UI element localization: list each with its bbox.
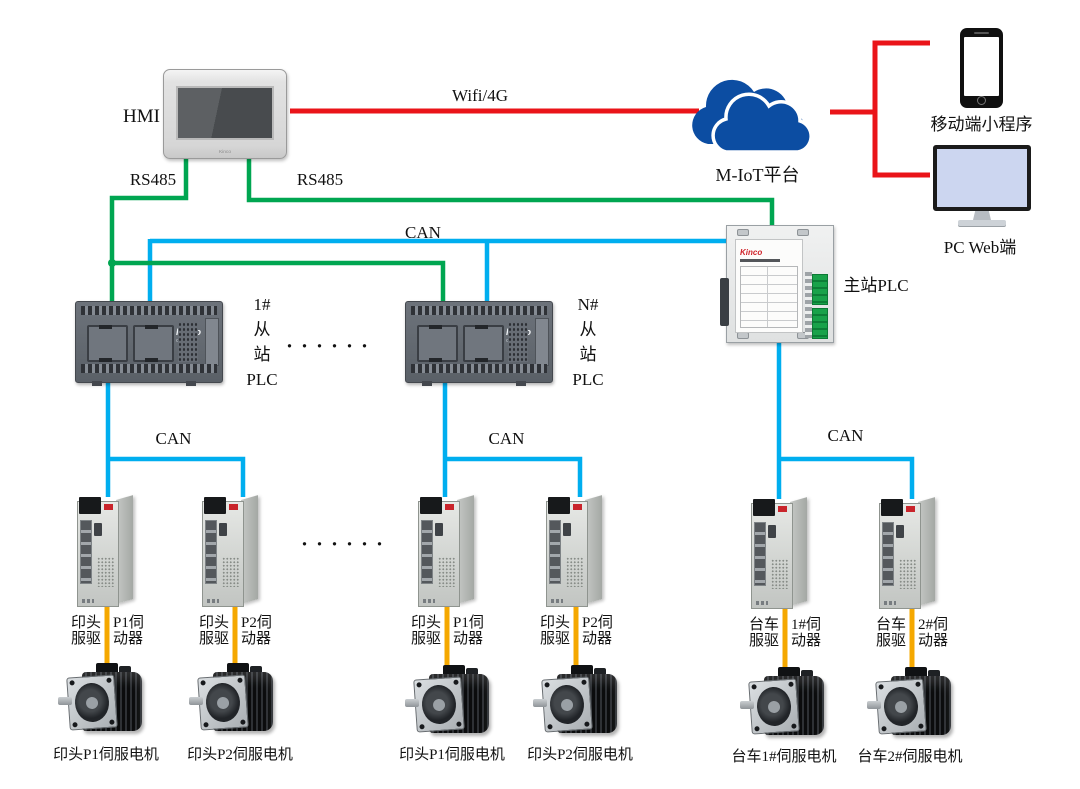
plc-led-grid bbox=[178, 322, 198, 362]
servo-drive bbox=[202, 495, 260, 607]
servo-drive bbox=[77, 495, 135, 607]
master-plc-pins bbox=[805, 272, 812, 338]
can-label-right: CAN bbox=[827, 426, 864, 445]
can-label-top: CAN bbox=[405, 223, 441, 242]
can-label-mid: CAN bbox=[488, 429, 525, 448]
pc-stand-neck bbox=[973, 211, 991, 220]
mounting-hole bbox=[797, 229, 809, 236]
motor-label-6: 台车2#伺服电机 bbox=[857, 749, 963, 765]
servo-motor bbox=[58, 663, 144, 737]
plc-terminals-top bbox=[81, 306, 217, 315]
plc-foot bbox=[422, 381, 432, 386]
servo-drive bbox=[418, 495, 476, 607]
servo-motor bbox=[867, 667, 953, 741]
mounting-hole bbox=[737, 229, 749, 236]
slave-plc-1: Kinco CPU506 bbox=[75, 301, 223, 386]
hmi-screen bbox=[176, 86, 274, 140]
plc-terminals-top bbox=[411, 306, 547, 315]
motor-label-2: 印头P2伺服电机 bbox=[187, 747, 293, 763]
master-plc: Kinco bbox=[720, 225, 834, 343]
motor-label-1: 印头P1伺服电机 bbox=[53, 747, 159, 763]
plc-flap bbox=[463, 325, 504, 362]
plc-flap bbox=[417, 325, 458, 362]
pc-screen bbox=[933, 145, 1031, 211]
can-label-left: CAN bbox=[155, 429, 192, 448]
plc-foot bbox=[186, 381, 196, 386]
servo-drive bbox=[879, 497, 937, 609]
phone-home-button bbox=[977, 96, 986, 105]
hmi-label: HMI bbox=[123, 106, 160, 127]
hmi-panel: Kinco bbox=[163, 69, 287, 159]
drive-label-2: 印头服驱 P2伺动器 bbox=[198, 615, 272, 647]
phone-screen bbox=[964, 37, 999, 96]
rs485-lines bbox=[108, 157, 775, 301]
plc-foot bbox=[92, 381, 102, 386]
plc-side-connector bbox=[535, 318, 549, 366]
cloud-icon bbox=[692, 79, 813, 154]
green-terminal-block bbox=[812, 274, 828, 305]
master-plc-model-bar bbox=[740, 259, 780, 262]
pc-web-label: PC Web端 bbox=[943, 238, 1017, 257]
master-plc-label-panel: Kinco bbox=[735, 239, 803, 333]
master-plc-brand-text: Kinco bbox=[740, 248, 763, 257]
pc-stand-base bbox=[958, 220, 1006, 226]
plc-terminals-bottom bbox=[81, 364, 217, 373]
mounting-hole bbox=[737, 332, 749, 339]
servo-motor bbox=[405, 665, 491, 739]
plc-foot bbox=[516, 381, 526, 386]
motor-label-3: 印头P1伺服电机 bbox=[399, 747, 505, 763]
drive-label-1: 印头服驱 P1伺动器 bbox=[70, 615, 144, 647]
mobile-applet-label: 移动端小程序 bbox=[930, 115, 1033, 134]
servo-motor bbox=[740, 667, 826, 741]
can-bus-lines bbox=[105, 238, 915, 499]
mobile-phone-icon bbox=[960, 28, 1003, 108]
miot-platform-label: M-IoT平台 bbox=[715, 165, 800, 185]
servo-drive bbox=[546, 495, 604, 607]
ellipsis-plcs: ······ bbox=[286, 334, 377, 358]
servo-drive bbox=[751, 497, 809, 609]
green-terminal-block bbox=[812, 308, 828, 339]
drive-motor-lines bbox=[104, 604, 915, 670]
plc-flap bbox=[87, 325, 128, 362]
motor-label-5: 台车1#伺服电机 bbox=[731, 749, 837, 765]
hmi-brand-text: Kinco bbox=[218, 148, 231, 155]
servo-motor bbox=[189, 663, 275, 737]
plc-led-grid bbox=[508, 322, 528, 362]
plc-flap bbox=[133, 325, 174, 362]
wifi-lines bbox=[290, 40, 930, 178]
plc-side-connector bbox=[205, 318, 219, 366]
drive-label-5: 台车服驱 1#伺动器 bbox=[748, 617, 822, 649]
rs485-label-right: RS485 bbox=[296, 170, 344, 189]
wifi-4g-label: Wifi/4G bbox=[452, 86, 508, 105]
servo-motor bbox=[533, 665, 619, 739]
drive-label-3: 印头服驱 P1伺动器 bbox=[410, 615, 484, 647]
slave-plc-n: Kinco CPU506 bbox=[405, 301, 553, 386]
motor-label-4: 印头P2伺服电机 bbox=[527, 747, 633, 763]
phone-speaker bbox=[974, 32, 989, 34]
master-plc-spec-table bbox=[740, 266, 798, 328]
pc-monitor-icon bbox=[933, 145, 1031, 229]
plc-terminals-bottom bbox=[411, 364, 547, 373]
rs485-label-left: RS485 bbox=[129, 170, 177, 189]
drive-label-6: 台车服驱 2#伺动器 bbox=[875, 617, 949, 649]
din-clip bbox=[720, 278, 729, 326]
ellipsis-drives: ······ bbox=[301, 532, 392, 556]
master-plc-label: 主站PLC bbox=[843, 276, 909, 295]
drive-label-4: 印头服驱 P2伺动器 bbox=[539, 615, 613, 647]
